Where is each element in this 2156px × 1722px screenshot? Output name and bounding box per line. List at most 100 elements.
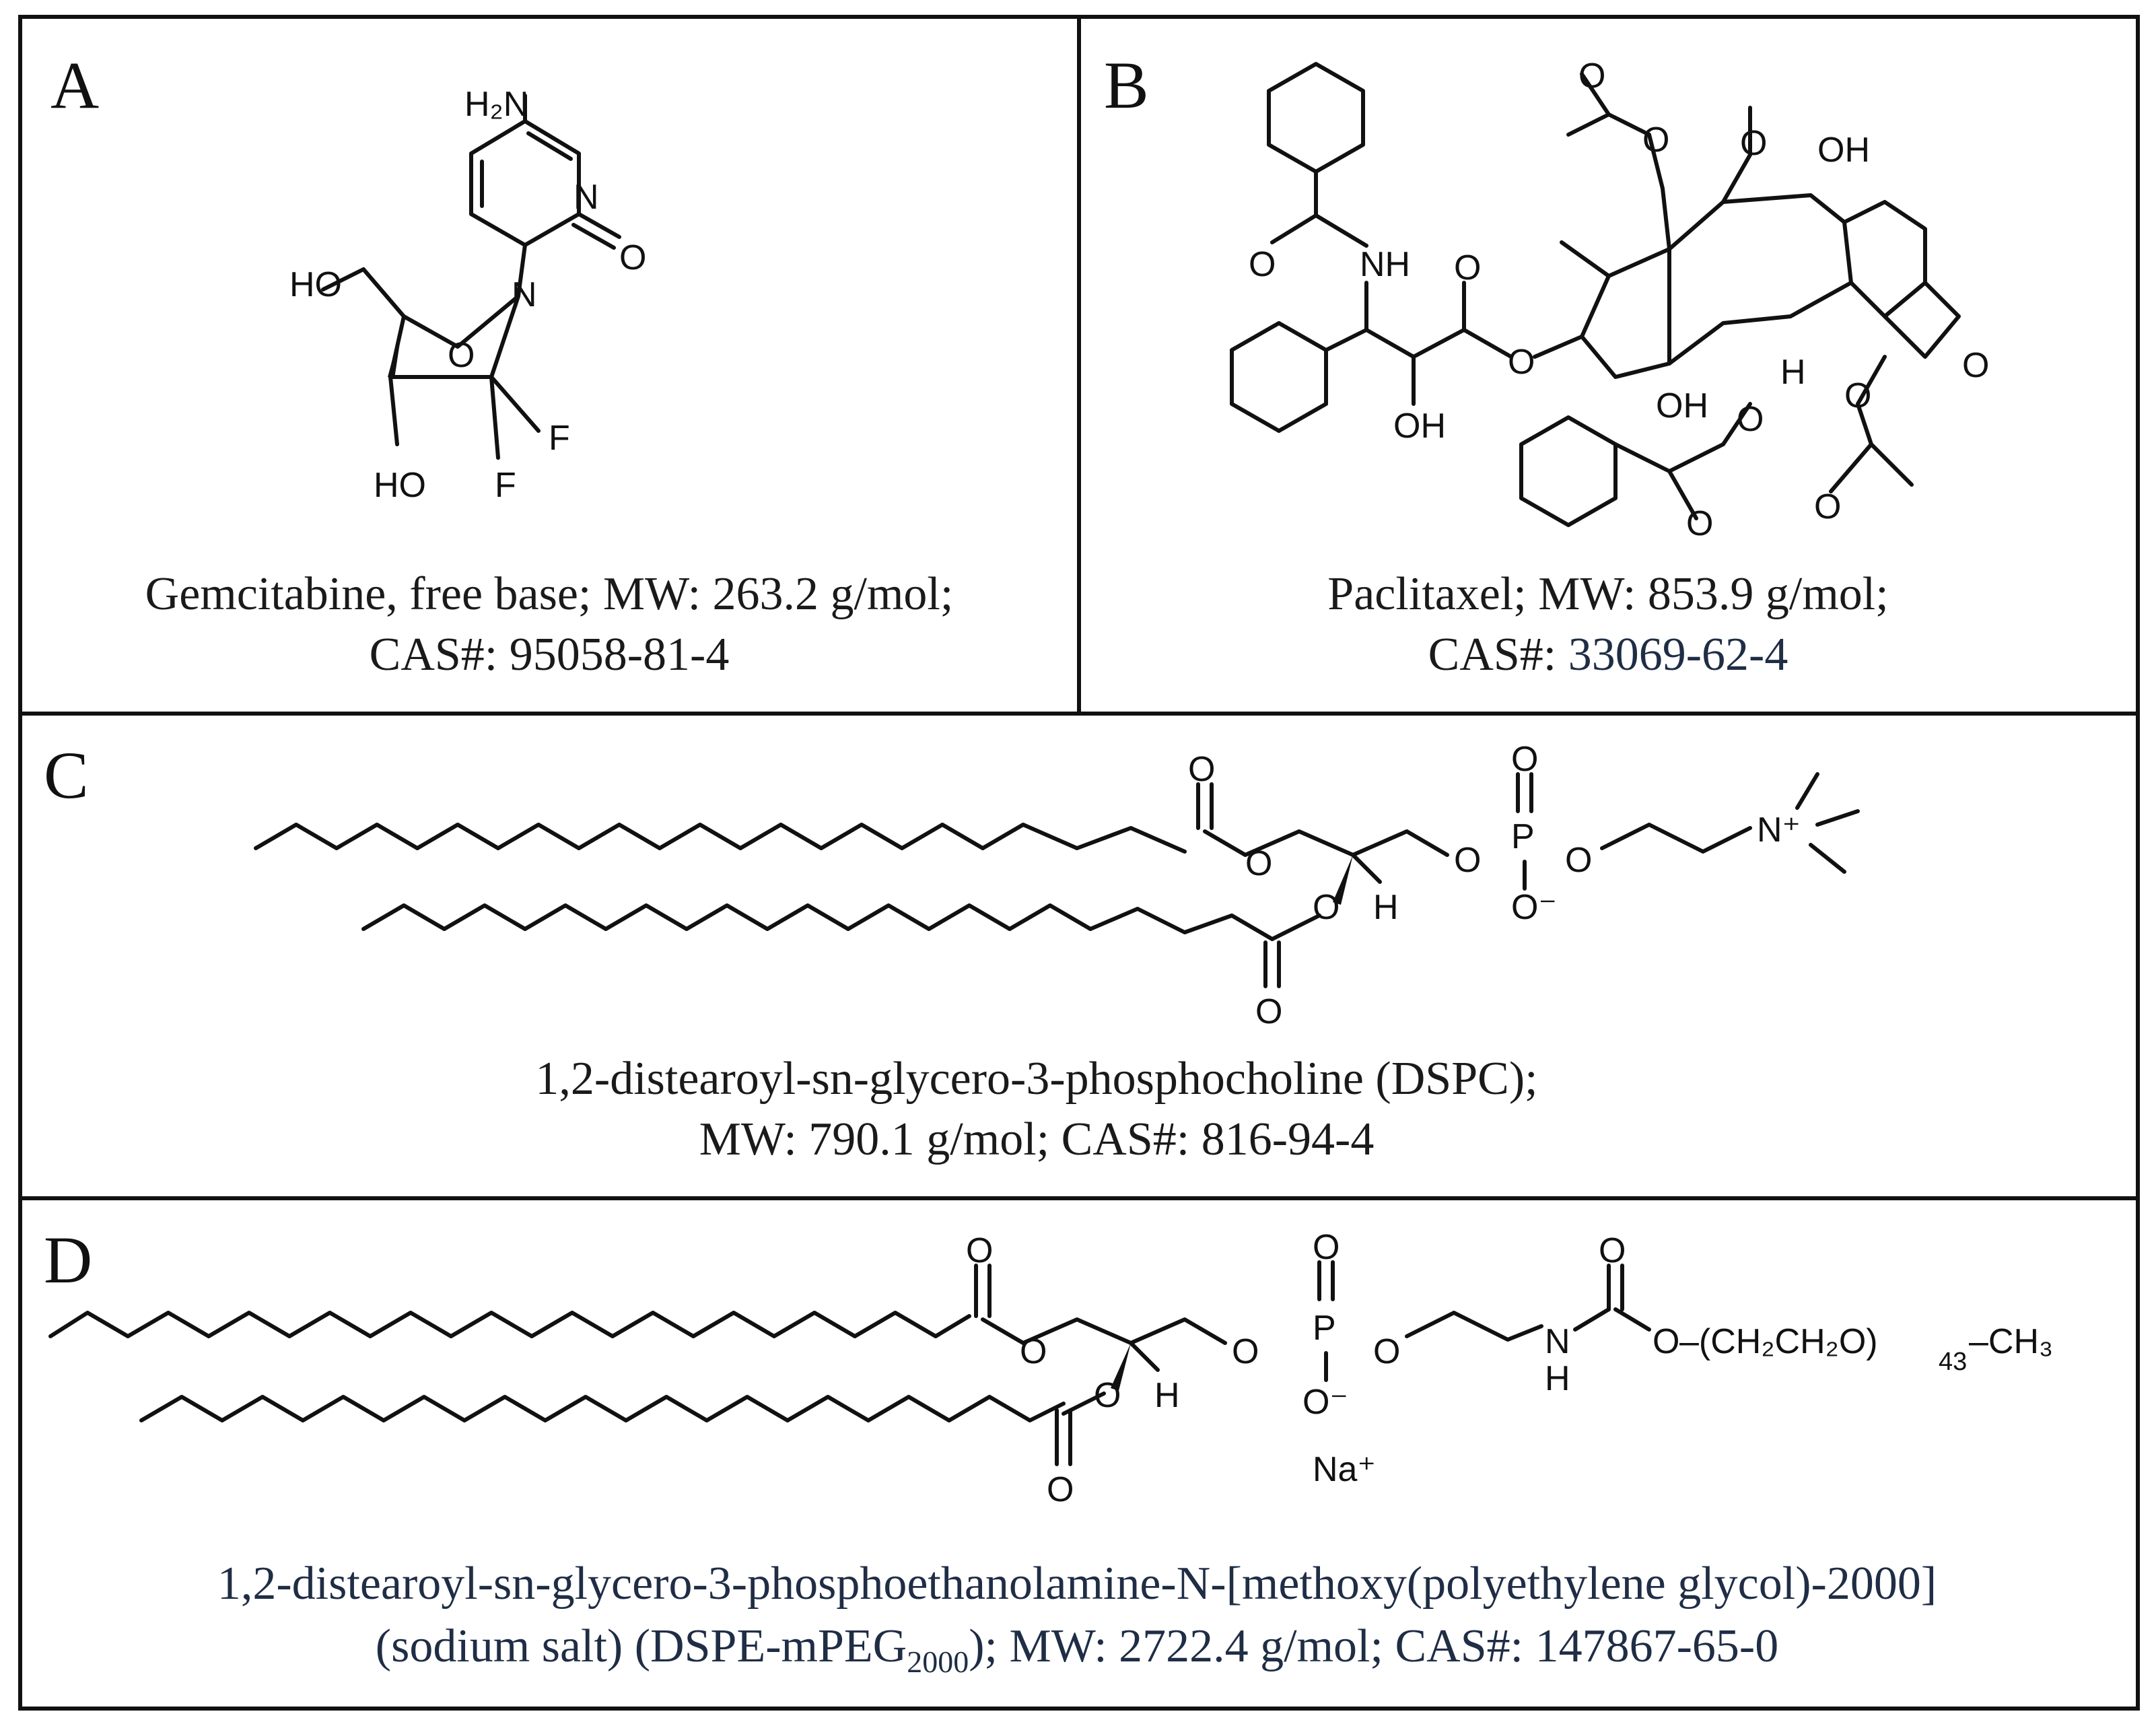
carbonyl-bond <box>577 212 621 239</box>
panel-d-caption-part-b: ); MW: 2722.4 g/mol; CAS#: 147867-65-0 <box>969 1620 1778 1672</box>
glycerol-backbone <box>1203 829 1449 857</box>
atom-b-o-ester-c: O <box>1454 248 1481 287</box>
atom-d-o-p-left: O <box>1232 1332 1259 1371</box>
atom-o2: O <box>619 238 646 277</box>
gemcitabine-structure: H₂N N O N HO O F F HO <box>289 85 646 505</box>
atom-h2n: H₂N <box>464 85 528 124</box>
atom-c-o-co1: O <box>1188 750 1215 789</box>
atom-d-peg-n: 43 <box>1939 1348 1967 1376</box>
atom-n3: N <box>573 178 599 217</box>
atom-d-o-minus: O⁻ <box>1302 1383 1348 1422</box>
atom-d-nh-h: H <box>1545 1359 1570 1398</box>
hydroxymethyl-bond <box>321 267 406 318</box>
keto-bond <box>1721 106 1752 204</box>
pyrimidine-ring <box>469 119 581 247</box>
panel-c: C O O O P O O O⁻ N⁺ <box>44 738 1860 1165</box>
panel-a-caption-line2: CAS#: 95058-81-4 <box>370 629 730 681</box>
atom-c-o-co2: O <box>1255 992 1282 1031</box>
atom-b-oh-core: OH <box>1656 386 1708 425</box>
acetate-bottom-carbonyl <box>1829 442 1873 493</box>
atom-b-o-ester: O <box>1508 343 1535 382</box>
atom-c-n-plus: N⁺ <box>1757 811 1801 850</box>
atom-d-o-p-top: O <box>1313 1228 1340 1267</box>
atom-d-o-carb: O <box>1653 1322 1679 1361</box>
atom-b-o-bz2: O <box>1686 504 1713 543</box>
dspe-mpeg-structure: O O O P O O O⁻ Na⁺ N H O O –(CH₂CH₂O) 43… <box>48 1228 2053 1509</box>
panel-b-caption-line1: Paclitaxel; MW: 853.9 g/mol; <box>1327 568 1888 620</box>
carbonyl-bond-2 <box>571 223 616 250</box>
paclitaxel-structure: O O O OH O NH O O OH OH H O O O O O <box>1230 57 1989 543</box>
atom-d-o-est2: O <box>1094 1376 1121 1415</box>
atom-f2: F <box>495 466 516 505</box>
methyl-bond <box>1560 240 1611 278</box>
panel-b-cas-number: 33069-62-4 <box>1568 629 1788 681</box>
d-stearoyl-chain-2 <box>139 1395 1066 1422</box>
atom-d-o-co1: O <box>966 1231 993 1270</box>
atom-ho3: HO <box>374 466 426 505</box>
taxane-core-bottom <box>1580 281 1853 379</box>
atom-b-o-ac2: O <box>1844 376 1871 415</box>
atom-c-o-minus: O⁻ <box>1511 888 1557 927</box>
panel-frames <box>18 15 2140 1711</box>
panel-a-caption-line1: Gemcitabine, free base; MW: 263.2 g/mol; <box>145 568 954 620</box>
phenyl-ring <box>1230 321 1328 433</box>
n-methyl-2 <box>1815 809 1860 827</box>
ester-carbonyl <box>1412 281 1466 359</box>
atom-c-o-p-right: O <box>1565 841 1592 880</box>
panel-c-letter: C <box>44 738 89 813</box>
atom-b-oh-side: OH <box>1393 407 1446 446</box>
f1-bond <box>489 375 541 433</box>
n-methyl-3 <box>1809 843 1846 874</box>
atom-ho5: HO <box>289 265 342 304</box>
choline-chain <box>1600 823 1752 854</box>
atom-b-o-ac1b: O <box>1642 120 1669 160</box>
panel-d: D O O O P O O O⁻ Na <box>44 1222 2053 1679</box>
stearoyl-chain-2 <box>361 903 1274 941</box>
panel-b-letter: B <box>1104 48 1149 123</box>
cyclohexane-ring <box>1842 200 1927 318</box>
d-glycerol-backbone <box>981 1317 1227 1345</box>
d-nh-carbonyl <box>1573 1307 1611 1332</box>
acetate-top-bond <box>1647 133 1671 251</box>
oxetane-ring <box>1883 281 1961 359</box>
benzoyl-ring-1 <box>1267 62 1365 174</box>
atom-d-o-p-right: O <box>1373 1332 1400 1371</box>
panel-d-caption-subscript: 2000 <box>907 1645 969 1679</box>
atom-b-o-amide: O <box>1249 245 1276 284</box>
atom-c-o-est1: O <box>1245 844 1272 883</box>
acetate-top-methyl <box>1566 112 1611 137</box>
h-bond <box>1351 853 1382 884</box>
atom-d-h: H <box>1154 1376 1180 1415</box>
dspc-structure: O O O P O O O⁻ N⁺ O H O <box>254 740 1860 1031</box>
atom-c-o-p-top: O <box>1511 740 1538 779</box>
benzoate-carbonyl <box>1667 469 1698 520</box>
f2-bond <box>489 375 500 460</box>
side-chain <box>1324 328 1416 406</box>
panel-d-caption-part-a: (sodium salt) (DSPE-mPEG <box>376 1620 907 1672</box>
stereo-wedge <box>1333 855 1353 905</box>
atom-d-na-plus: Na⁺ <box>1313 1450 1376 1489</box>
acetate-bottom <box>1856 355 1914 487</box>
panel-c-caption-line2: MW: 790.1 g/mol; CAS#: 816-94-4 <box>699 1113 1375 1165</box>
atom-b-o-ac2b: O <box>1814 487 1841 526</box>
atom-b-h: H <box>1780 353 1806 392</box>
atom-b-o-oxetane: O <box>1962 346 1989 385</box>
panel-a-letter: A <box>50 48 99 123</box>
ring-double-bond-cn <box>526 131 573 161</box>
atom-b-o-bz: O <box>1737 400 1764 439</box>
atom-d-n: N <box>1545 1322 1570 1361</box>
atom-c-o-p-left: O <box>1454 841 1481 880</box>
atom-b-o-ac1: O <box>1578 57 1605 96</box>
atom-c-o-est2: O <box>1313 888 1340 927</box>
atom-d-peg: –(CH₂CH₂O) <box>1679 1322 1878 1361</box>
atom-c-p: P <box>1511 817 1535 856</box>
atom-b-o-keto: O <box>1740 124 1767 163</box>
atom-d-o-est1: O <box>1020 1332 1047 1371</box>
ester-2-bond <box>1270 914 1321 941</box>
ho3-bond <box>388 375 399 446</box>
atom-n1: N <box>512 275 537 314</box>
atom-d-p: P <box>1313 1309 1336 1348</box>
d-stereo-wedge <box>1111 1343 1131 1391</box>
d-carb-o <box>1613 1307 1651 1332</box>
panel-c-caption-line1: 1,2-distearoyl-sn-glycero-3-phosphocholi… <box>535 1053 1537 1105</box>
